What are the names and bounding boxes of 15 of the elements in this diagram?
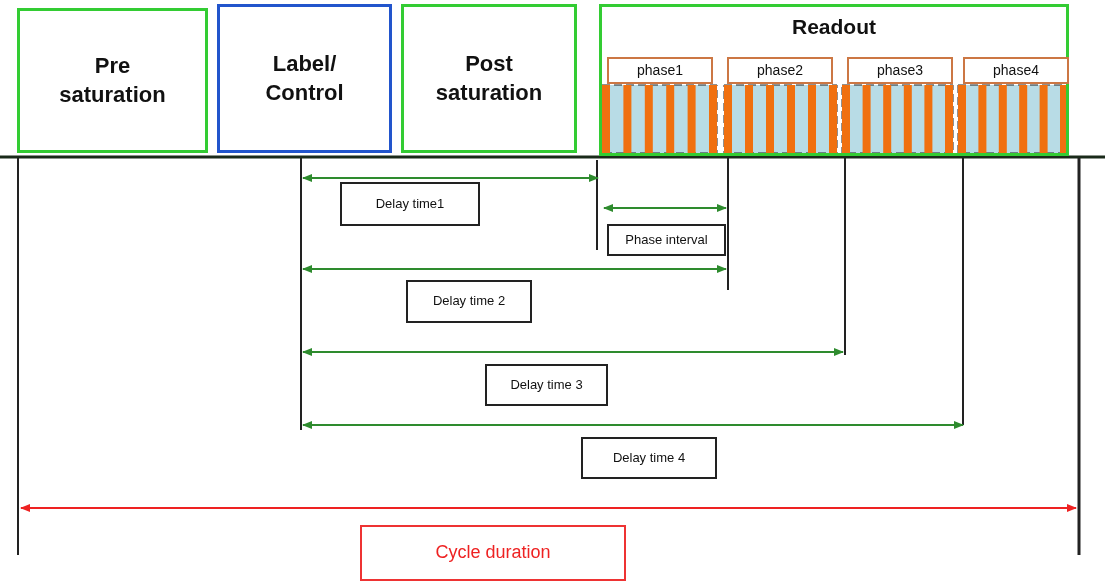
duration-label: Delay time 2 (406, 280, 532, 323)
phase-box: phase3 (847, 57, 953, 84)
stage-title: Readout (792, 15, 876, 39)
stage-box: Pre saturation (17, 8, 208, 153)
duration-label: Phase interval (607, 224, 726, 256)
duration-label: Delay time1 (340, 182, 480, 226)
duration-label: Delay time 4 (581, 437, 717, 479)
phase-box: phase4 (963, 57, 1069, 84)
stage-box: Label/ Control (217, 4, 392, 153)
phase-box: phase2 (727, 57, 833, 84)
duration-label: Cycle duration (360, 525, 626, 581)
stage-box: Post saturation (401, 4, 577, 153)
stage-box (599, 4, 1069, 156)
phase-box: phase1 (607, 57, 713, 84)
duration-label: Delay time 3 (485, 364, 608, 406)
